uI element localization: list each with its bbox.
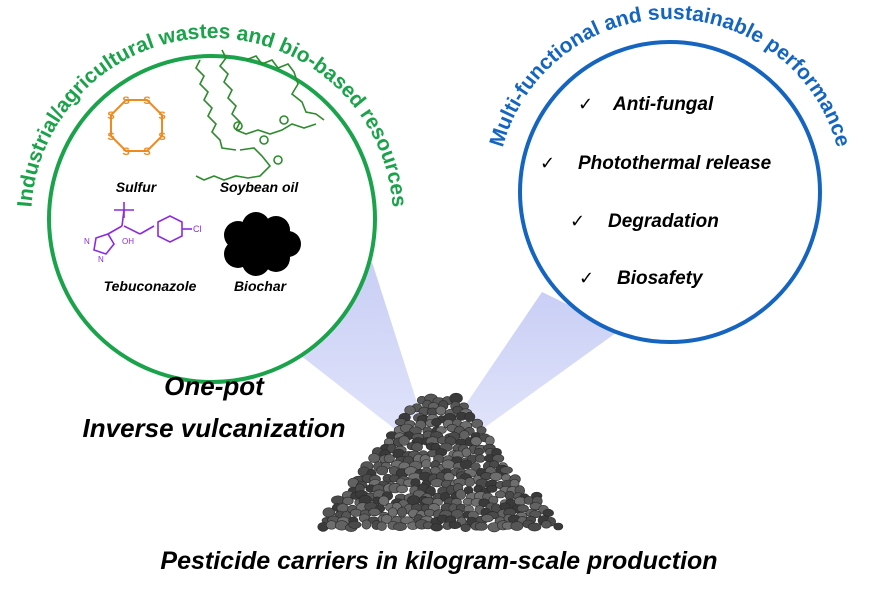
granule bbox=[461, 447, 472, 458]
granule bbox=[342, 496, 354, 506]
granule bbox=[411, 442, 423, 452]
granule bbox=[470, 436, 482, 447]
feature-biosafety: Biosafety bbox=[617, 268, 704, 289]
check-icon-3: ✓ bbox=[570, 211, 585, 231]
footer-caption: Pesticide carriers in kilogram-scale pro… bbox=[160, 547, 717, 575]
granule bbox=[541, 520, 552, 529]
granule bbox=[494, 490, 506, 499]
granule-pile bbox=[317, 392, 564, 533]
feature-photothermal-release: Photothermal release bbox=[578, 153, 772, 174]
granule bbox=[464, 411, 476, 422]
left-circle bbox=[47, 54, 377, 384]
biochar-label: Biochar bbox=[234, 278, 288, 294]
sulfur-atom-2: S bbox=[143, 95, 150, 107]
check-icon-4: ✓ bbox=[579, 268, 594, 288]
granule bbox=[398, 435, 410, 446]
check-icon-1: ✓ bbox=[578, 94, 593, 114]
granule bbox=[476, 426, 487, 435]
soybean-oil-label: Soybean oil bbox=[220, 179, 300, 195]
granule bbox=[430, 523, 443, 532]
tebuconazole-cl: Cl bbox=[193, 224, 202, 234]
granule bbox=[348, 520, 362, 529]
granule bbox=[396, 484, 408, 494]
tebuconazole-n1: N bbox=[84, 237, 90, 246]
granule bbox=[435, 405, 447, 416]
granule bbox=[464, 477, 475, 488]
process-line-1: One-pot bbox=[164, 371, 265, 401]
feature-anti-fungal: Anti-fungal bbox=[612, 94, 714, 115]
granule bbox=[393, 522, 407, 532]
granule bbox=[527, 522, 542, 532]
biochar-icon bbox=[224, 212, 301, 276]
sulfur-label: Sulfur bbox=[116, 179, 158, 195]
granule bbox=[441, 459, 455, 470]
granule bbox=[368, 507, 381, 517]
tebuconazole-structure-icon bbox=[93, 202, 192, 255]
granule bbox=[350, 508, 362, 517]
process-line-2: Inverse vulcanization bbox=[83, 413, 346, 443]
granule bbox=[499, 466, 513, 474]
granule bbox=[376, 521, 387, 531]
feature-degradation: Degradation bbox=[608, 211, 719, 232]
right-beam bbox=[462, 292, 620, 428]
sulfur-structure-icon: S S S S S S S S bbox=[107, 95, 165, 158]
granule bbox=[397, 507, 407, 518]
sulfur-atom-1: S bbox=[122, 95, 129, 107]
sulfur-atom-8: S bbox=[107, 110, 114, 122]
sulfur-atom-4: S bbox=[158, 131, 165, 143]
granule bbox=[421, 497, 435, 505]
granule bbox=[376, 465, 389, 476]
granule bbox=[404, 405, 416, 416]
granule bbox=[553, 522, 564, 531]
sulfur-atom-7: S bbox=[107, 131, 114, 143]
granule bbox=[474, 522, 488, 531]
granule bbox=[475, 454, 486, 463]
left-beam bbox=[268, 262, 420, 430]
granule bbox=[489, 471, 503, 481]
sulfur-atom-3: S bbox=[158, 110, 165, 122]
granule bbox=[448, 521, 462, 529]
granule bbox=[486, 484, 498, 493]
tebuconazole-oh: OH bbox=[122, 237, 134, 246]
granule bbox=[455, 489, 467, 500]
granule bbox=[331, 495, 345, 505]
granule bbox=[383, 453, 395, 464]
granule bbox=[516, 504, 529, 513]
sulfur-atom-5: S bbox=[143, 146, 150, 158]
sulfur-atom-6: S bbox=[122, 146, 129, 158]
tebuconazole-n2: N bbox=[98, 255, 104, 264]
granule bbox=[529, 510, 542, 519]
granule bbox=[361, 519, 372, 530]
granule bbox=[481, 514, 494, 523]
granule bbox=[459, 459, 473, 470]
right-circle bbox=[518, 40, 822, 344]
tebuconazole-label: Tebuconazole bbox=[104, 278, 197, 294]
soybean-oil-structure-icon bbox=[195, 49, 325, 181]
granule bbox=[443, 472, 455, 482]
granule bbox=[421, 459, 432, 469]
granule bbox=[460, 523, 471, 532]
granule bbox=[431, 417, 442, 427]
granule bbox=[510, 521, 524, 531]
granule bbox=[470, 462, 481, 471]
check-icon-2: ✓ bbox=[540, 153, 555, 173]
